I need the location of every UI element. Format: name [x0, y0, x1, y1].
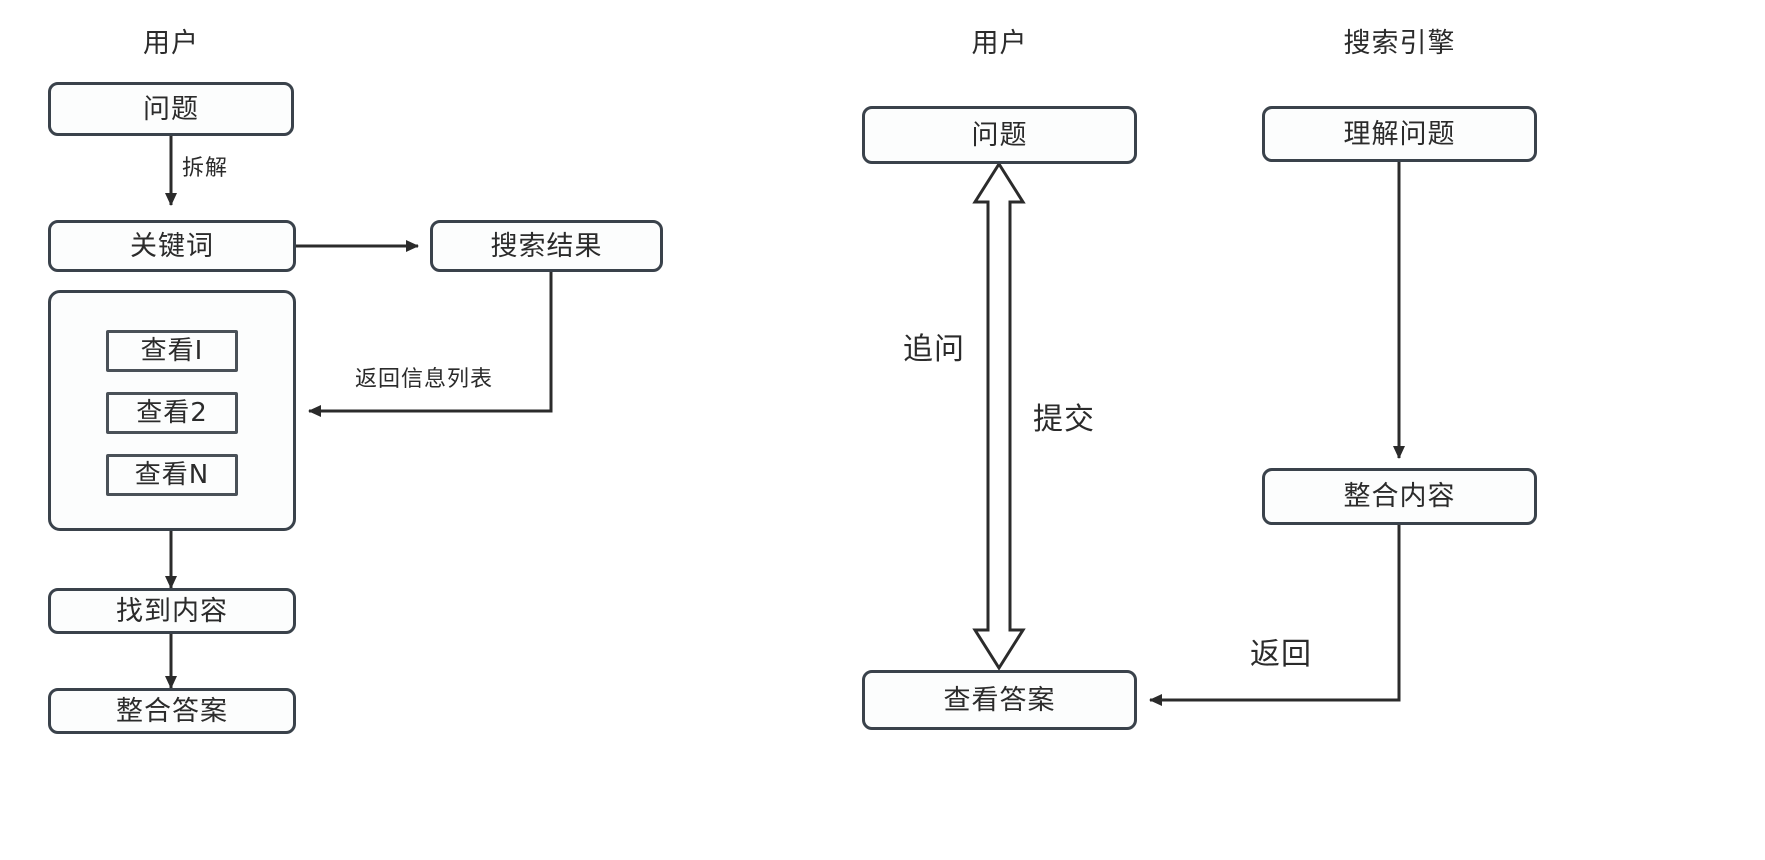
edge-label-return: 返回 [1250, 637, 1312, 672]
edge-merge-to-viewanswer [1149, 525, 1401, 706]
node-view-1[interactable]: 查看I [106, 330, 238, 372]
edge-searchresult-to-viewlist [308, 272, 553, 417]
node-question-right[interactable]: 问题 [862, 106, 1137, 164]
edge-label-follow-up: 追问 [903, 332, 965, 367]
node-keyword[interactable]: 关键词 [48, 220, 296, 272]
edge-label-submit: 提交 [1033, 402, 1095, 437]
lane-label-user-right: 用户 [971, 28, 1028, 59]
lane-label-search-engine: 搜索引擎 [1343, 28, 1456, 59]
node-view-answer[interactable]: 查看答案 [862, 670, 1137, 730]
lane-label-user-left: 用户 [143, 28, 199, 59]
edge-block-arrow-up-followup [972, 161, 1026, 671]
node-question-left[interactable]: 问题 [48, 82, 294, 136]
node-understand-question[interactable]: 理解问题 [1262, 106, 1537, 162]
node-view-2[interactable]: 查看2 [106, 392, 238, 434]
node-merge-answer[interactable]: 整合答案 [48, 688, 296, 734]
node-search-result[interactable]: 搜索结果 [430, 220, 663, 272]
edge-label-split: 拆解 [182, 156, 229, 181]
node-merge-content[interactable]: 整合内容 [1262, 468, 1537, 525]
edge-label-return-info-list: 返回信息列表 [355, 367, 494, 392]
node-view-n[interactable]: 查看N [106, 454, 238, 496]
node-found-content[interactable]: 找到内容 [48, 588, 296, 634]
